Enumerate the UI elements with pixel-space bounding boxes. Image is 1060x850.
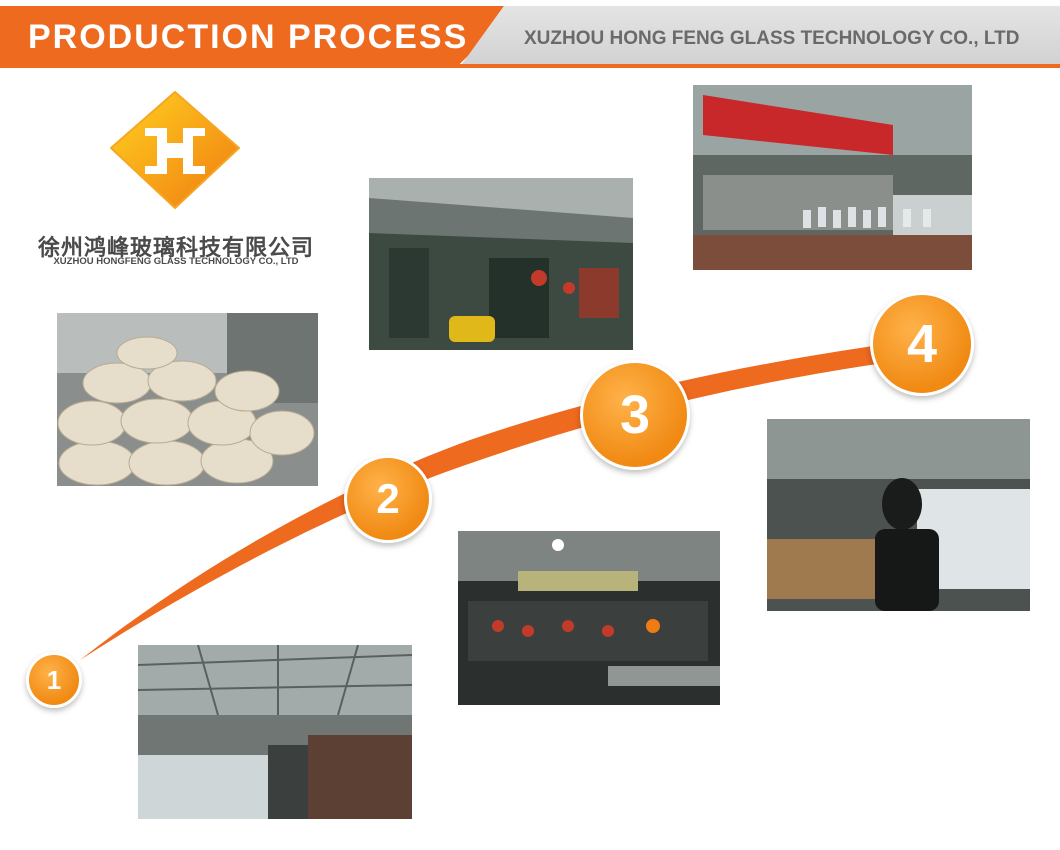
header-grey-block [462, 6, 1060, 64]
raw-material-sacks-photo [57, 313, 318, 486]
header-orange-block [0, 6, 520, 66]
bottle-making-machine-line-photo [458, 531, 720, 705]
quality-inspection-photo [767, 419, 1030, 611]
factory-conveyor-photo [138, 645, 412, 819]
page-title: PRODUCTION PROCESS [28, 18, 469, 56]
glass-forming-machine-photo [369, 178, 633, 350]
step-2-badge: 2 [344, 455, 432, 543]
step-3-badge: 3 [580, 360, 690, 470]
logo-chinese-name: 徐州鸿峰玻璃科技有限公司 [37, 235, 314, 260]
company-logo-icon [105, 88, 245, 218]
logo-english-name: XUZHOU HONGFENG GLASS TECHNOLOGY CO., LT… [53, 256, 299, 267]
company-name: XUZHOU HONG FENG GLASS TECHNOLOGY CO., L… [524, 28, 1020, 49]
header-divider [0, 64, 1060, 68]
header-banner: PRODUCTION PROCESS XUZHOU HONG FENG GLAS… [0, 0, 1060, 68]
annealing-oven-photo [693, 85, 972, 270]
step-4-badge: 4 [870, 292, 974, 396]
step-1-badge: 1 [26, 652, 82, 708]
